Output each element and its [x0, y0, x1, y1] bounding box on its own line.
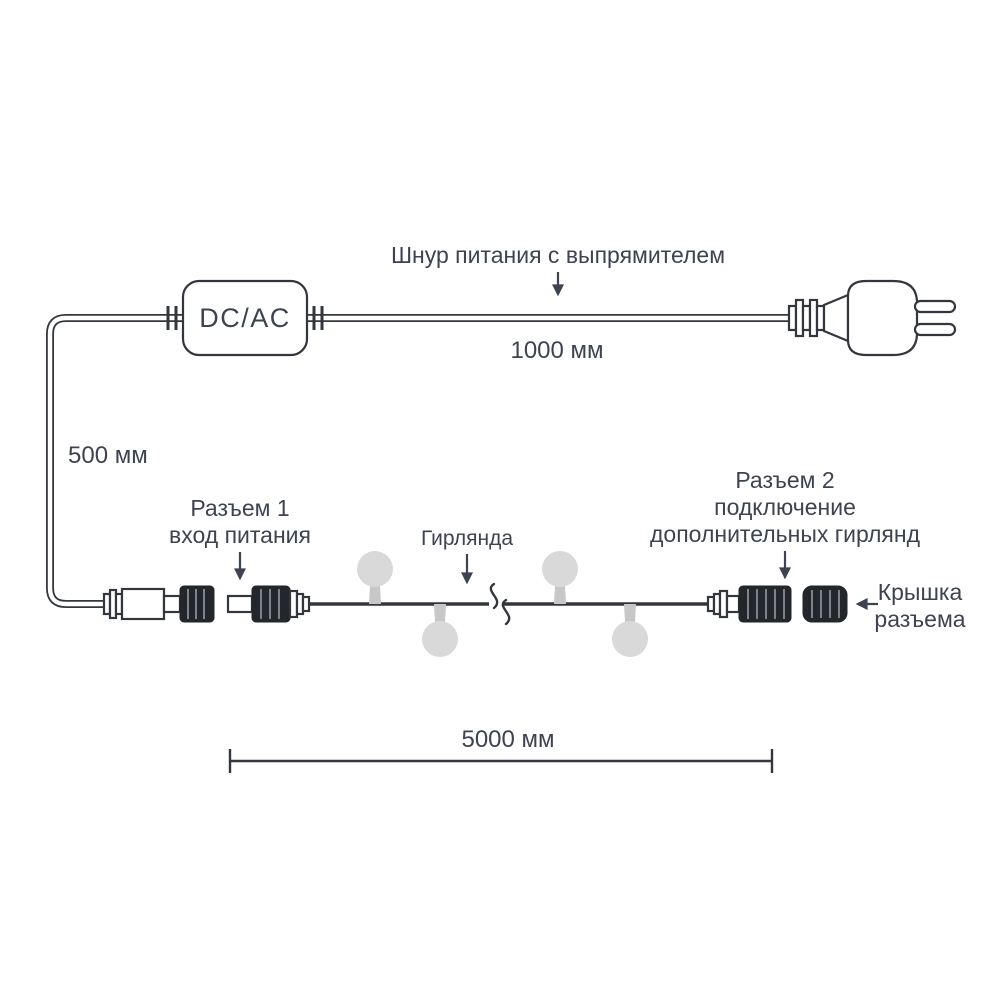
- adapter-strain-relief: [166, 306, 324, 330]
- garland-section: Разъем 1 вход питания Гирлянда Разъем 2 …: [102, 467, 966, 657]
- adapter-label: DC/AC: [199, 303, 291, 333]
- wire-break-symbol: [489, 582, 511, 626]
- connector-nut: [738, 585, 792, 623]
- power-cable-connector: [102, 585, 215, 623]
- connector1-line2: вход питания: [169, 522, 311, 548]
- connector-tip: [162, 594, 182, 614]
- connector2-line1: Разъем 2: [735, 467, 834, 493]
- connector1-line1: Разъем 1: [190, 495, 289, 521]
- power-cord-length-label: 1000 мм: [510, 337, 603, 364]
- bulb-top-1: [357, 551, 393, 604]
- connector-tip: [725, 594, 741, 614]
- plug-neck: [822, 293, 850, 343]
- cap-line2: разъема: [874, 606, 965, 632]
- connector-body: [120, 587, 166, 621]
- bulb-bottom-1: [422, 604, 458, 657]
- drop-cable-core: [47, 315, 183, 607]
- connector2-line3: дополнительных гирлянд: [650, 521, 921, 547]
- garland-label: Гирлянда: [421, 527, 513, 550]
- plug-body: [846, 279, 919, 357]
- connector-nut: [251, 585, 291, 623]
- connector-nut: [179, 585, 215, 623]
- power-cord-section: Шнур питания с выпрямителем DC/AC: [46, 242, 957, 608]
- garland-label-group: Гирлянда: [421, 527, 513, 585]
- bulb-bottom-2: [612, 604, 648, 657]
- power-plug: [787, 279, 957, 357]
- plug-pin-top: [913, 299, 957, 314]
- dc-ac-adapter: DC/AC: [181, 279, 309, 357]
- power-cord-label: Шнур питания с выпрямителем: [391, 242, 725, 268]
- connector2-line2: подключение: [714, 494, 856, 520]
- cap-line1: Крышка: [878, 579, 963, 605]
- connector1-label: Разъем 1 вход питания: [169, 495, 311, 581]
- garland-length-label: 5000 мм: [461, 726, 554, 753]
- garland-input-connector: [226, 585, 311, 623]
- connector-tip: [226, 594, 254, 614]
- bulb-top-2: [542, 551, 578, 604]
- garland-output-connector: [706, 585, 792, 623]
- connector2-label: Разъем 2 подключение дополнительных гирл…: [650, 467, 921, 580]
- connector-cap: [802, 585, 848, 623]
- garland-length-dimension: 5000 мм: [228, 726, 774, 773]
- plug-pin-bottom: [913, 322, 957, 337]
- drop-length-label: 500 мм: [68, 442, 148, 469]
- adapter-body: [181, 279, 309, 357]
- cap-label: Крышка разъема: [855, 579, 966, 632]
